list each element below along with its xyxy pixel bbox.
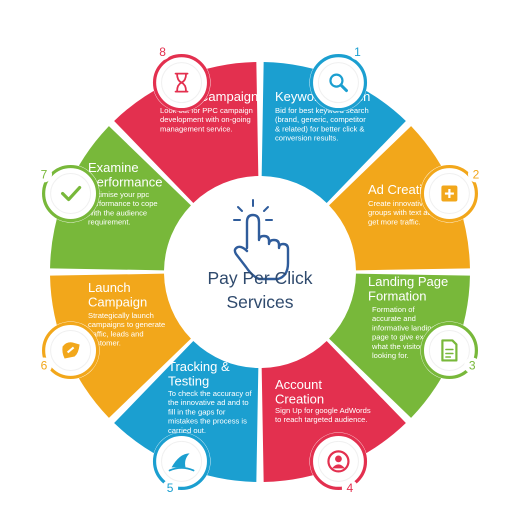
step-description-line: performance to cope (88, 199, 158, 208)
step-title-line: Examine (88, 160, 139, 175)
service-ring: Keyword SearchBid for best keyword searc… (50, 62, 470, 482)
step-description-line: groups with text ads to (368, 208, 444, 217)
step-number: 5 (167, 481, 174, 495)
step-badge-4: 4 (309, 432, 368, 496)
step-number: 4 (347, 481, 354, 495)
step-title-line: Testing (168, 374, 209, 389)
step-description-line: & related) for better click & (275, 124, 364, 133)
segment-shape (329, 273, 470, 418)
checkmark-icon (61, 185, 82, 202)
step-number: 3 (469, 358, 476, 372)
step-title-line: Tracking & (168, 359, 230, 374)
step-description-line: to reach targeted audience. (275, 415, 367, 424)
center-title-line2: Services (226, 292, 293, 312)
step-description-line: the innovative ad and to (168, 398, 249, 407)
step-badge-2: 2 (420, 164, 484, 223)
segment-shape (50, 126, 191, 271)
step-number: 7 (41, 167, 48, 181)
step-title-line: Campaign (88, 295, 147, 310)
step-description-line: (brand, generic, competitor (275, 115, 366, 124)
step-description-line: with the audience (87, 208, 147, 217)
center-title-line1: Pay Per Click (207, 268, 312, 288)
segment-shape (261, 62, 406, 203)
step-number: 8 (159, 45, 166, 59)
step-number: 2 (473, 167, 480, 181)
document-icon (441, 339, 458, 362)
hourglass-icon (174, 72, 189, 93)
step-description-line: Formation of (372, 305, 416, 314)
step-description-line: To check the accuracy of (168, 389, 252, 398)
step-description-line: mistakes the process is (168, 417, 247, 426)
segment-shape (261, 341, 406, 482)
step-badge-1: 1 (309, 44, 368, 112)
step-description-line: conversion results. (275, 134, 338, 143)
step-description-line: fill in the gaps for (168, 407, 226, 416)
step-description-line: requirement. (88, 218, 131, 227)
segment-shape (114, 341, 259, 482)
step-description-line: Create innovative ad (368, 199, 438, 208)
step-description-line: page to give exactly (372, 333, 439, 342)
step-description-line: get more traffic. (368, 217, 421, 226)
step-description-line: Optimise your ppc (88, 190, 149, 199)
segment-shape (114, 62, 259, 203)
step-title-line: Formation (368, 289, 427, 304)
step-description-line: what the visitors are (371, 342, 440, 351)
step-description-line: looking for. (372, 351, 409, 360)
step-description-line: Sign Up for google AdWords (275, 406, 371, 415)
step-description-line: traffic, leads and (88, 329, 144, 338)
step-badges: 1 2 3 4 5 6 7 8 (36, 44, 484, 496)
step-badge-7: 7 (36, 164, 100, 223)
segment-shape (329, 126, 470, 271)
step-title-line: Creation (275, 392, 324, 407)
step-description-line: management service. (160, 124, 233, 133)
step-badge-3: 3 (420, 321, 481, 380)
hand-pointer-icon (233, 199, 290, 281)
step-description-line: accurate and (372, 314, 416, 323)
step-description-line: informative landing (372, 323, 436, 332)
magnifier-icon (329, 73, 348, 93)
step-description-line: customer. (88, 339, 121, 348)
step-badge-6: 6 (36, 321, 100, 380)
step-description-line: Strategically launch (88, 311, 154, 320)
step-number: 6 (41, 358, 48, 372)
step-badge-8: 8 (152, 44, 211, 112)
step-title-line: Ad Creation (368, 182, 437, 197)
shark-fin-icon (168, 453, 195, 472)
step-badge-5: 5 (152, 432, 211, 496)
segment-shape (50, 273, 191, 418)
step-number: 1 (354, 45, 361, 59)
step-description-line: carried out. (168, 426, 206, 435)
step-title-line: Account (275, 377, 322, 392)
step-description-line: Look out for PPC campaign (160, 106, 253, 115)
user-icon (327, 450, 350, 473)
tilted-square-icon (62, 342, 80, 359)
step-title-line: Performance (88, 175, 162, 190)
step-description-line: development with on-going (160, 115, 251, 124)
step-description-line: Bid for best keyword search (275, 106, 369, 115)
step-title-line: Launch (88, 280, 131, 295)
step-description-line: campaigns to generate (88, 320, 165, 329)
step-title-line: Landing Page (368, 274, 448, 289)
center-hub: Pay Per Click Services (207, 199, 313, 312)
plus-square-icon (441, 185, 458, 202)
